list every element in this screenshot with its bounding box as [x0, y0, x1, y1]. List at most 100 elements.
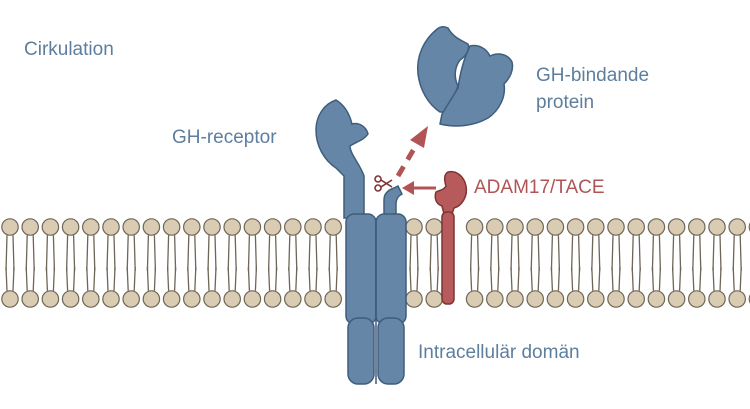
lipid-pair — [283, 218, 302, 308]
lipid-head — [485, 218, 504, 236]
scissors-icon — [374, 175, 393, 192]
lipid-tail — [598, 266, 601, 291]
lipid-tail — [699, 266, 702, 291]
lipid-head — [687, 290, 706, 308]
lipid-head — [263, 218, 282, 236]
gh-receptor — [315, 99, 407, 385]
lipid-tail — [530, 266, 533, 291]
lipid-tail — [712, 266, 715, 291]
lipid-tail — [550, 266, 554, 291]
lipid-tail — [618, 266, 621, 291]
lipid-tail — [288, 235, 291, 272]
lipid-pair — [465, 218, 484, 308]
lipid-tail — [671, 266, 675, 291]
lipid-head — [122, 290, 140, 308]
lipid-tail — [658, 235, 662, 272]
release-arrowhead — [410, 126, 428, 148]
lipid-tail — [146, 235, 150, 272]
lipid-tail — [436, 235, 439, 272]
lipid-tail — [591, 235, 594, 272]
lipid-head — [263, 290, 282, 308]
lipid-tail — [611, 235, 614, 272]
lipid-tail — [234, 235, 237, 272]
lipid-pair — [1, 218, 19, 308]
lipid-tail — [315, 235, 318, 272]
lipid-tail — [247, 235, 251, 272]
lipid-tail — [295, 266, 298, 291]
lipid-head — [21, 218, 39, 236]
lipid-head — [405, 290, 423, 308]
lipid-tail — [187, 235, 190, 272]
lipid-tail — [409, 266, 412, 291]
lipid-tail — [732, 235, 735, 272]
scissors-ring-bottom — [374, 184, 382, 192]
lipid-head — [566, 218, 585, 236]
lipid-tail — [106, 235, 109, 272]
lipid-pair — [162, 218, 181, 308]
lipid-tail — [315, 266, 318, 291]
lipid-head — [203, 290, 221, 308]
receptor-transmembrane-left — [345, 213, 377, 325]
lipid-head — [122, 218, 140, 236]
lipid-head — [546, 290, 565, 308]
lipid-tail — [153, 235, 157, 272]
lipid-head — [586, 290, 605, 308]
lipid-head — [203, 218, 221, 236]
lipid-head — [607, 218, 625, 236]
lipid-tail — [631, 266, 634, 291]
lipid-tail — [732, 266, 735, 291]
lipid-head — [223, 290, 241, 308]
lipid-tail — [113, 235, 116, 272]
receptor-extracellular-head — [315, 99, 369, 219]
lipid-tail — [207, 235, 210, 272]
lipid-tail — [274, 235, 278, 272]
label-gh-receptor: GH-receptor — [172, 127, 277, 148]
lipid-head — [102, 218, 120, 236]
lipid-tail — [591, 266, 594, 291]
lipid-tail — [25, 235, 28, 272]
lipid-tail — [126, 266, 129, 291]
lipid-tail — [12, 266, 15, 291]
lipid-pair — [304, 218, 322, 308]
lipid-tail — [692, 266, 695, 291]
lipid-head — [586, 218, 605, 236]
lipid-tail — [93, 266, 96, 291]
lipid-tail — [194, 266, 197, 291]
lipid-tail — [436, 266, 439, 291]
lipid-tail — [5, 266, 8, 291]
lipid-head — [183, 218, 201, 236]
lipid-tail — [126, 235, 129, 272]
lipid-tail — [631, 235, 634, 272]
lipid-pair — [61, 218, 80, 308]
lipid-head — [324, 290, 342, 308]
label-adam17: ADAM17/TACE — [474, 177, 605, 198]
adam17-head — [434, 170, 468, 215]
receptor-intracellular-left — [347, 317, 375, 385]
scissors-blade-b — [380, 179, 393, 188]
lipid-pair — [405, 218, 423, 308]
lipid-tail — [638, 266, 641, 291]
label-intracellular-domain: Intracellulär domän — [418, 342, 580, 363]
lipid-head — [566, 290, 585, 308]
lipid-tail — [133, 266, 136, 291]
lipid-tail — [416, 266, 419, 291]
lipid-tail — [254, 266, 258, 291]
lipid-head — [667, 290, 686, 308]
lipid-tail — [173, 235, 177, 272]
lipid-tail — [497, 235, 500, 272]
lipid-head — [728, 218, 746, 236]
lipid-head — [526, 290, 544, 308]
lipid-head — [526, 218, 544, 236]
lipid-head — [283, 290, 302, 308]
arrows — [395, 126, 436, 195]
lipid-pair — [122, 218, 140, 308]
lipid-head — [607, 290, 625, 308]
lipid-tail — [335, 235, 338, 272]
lipid-pair — [203, 218, 221, 308]
lipid-head — [647, 290, 666, 308]
lipid-tail — [510, 235, 513, 272]
lipid-tail — [267, 266, 271, 291]
lipid-head — [647, 218, 666, 236]
lipid-tail — [537, 235, 540, 272]
receptor-transmembrane-right — [375, 213, 407, 325]
